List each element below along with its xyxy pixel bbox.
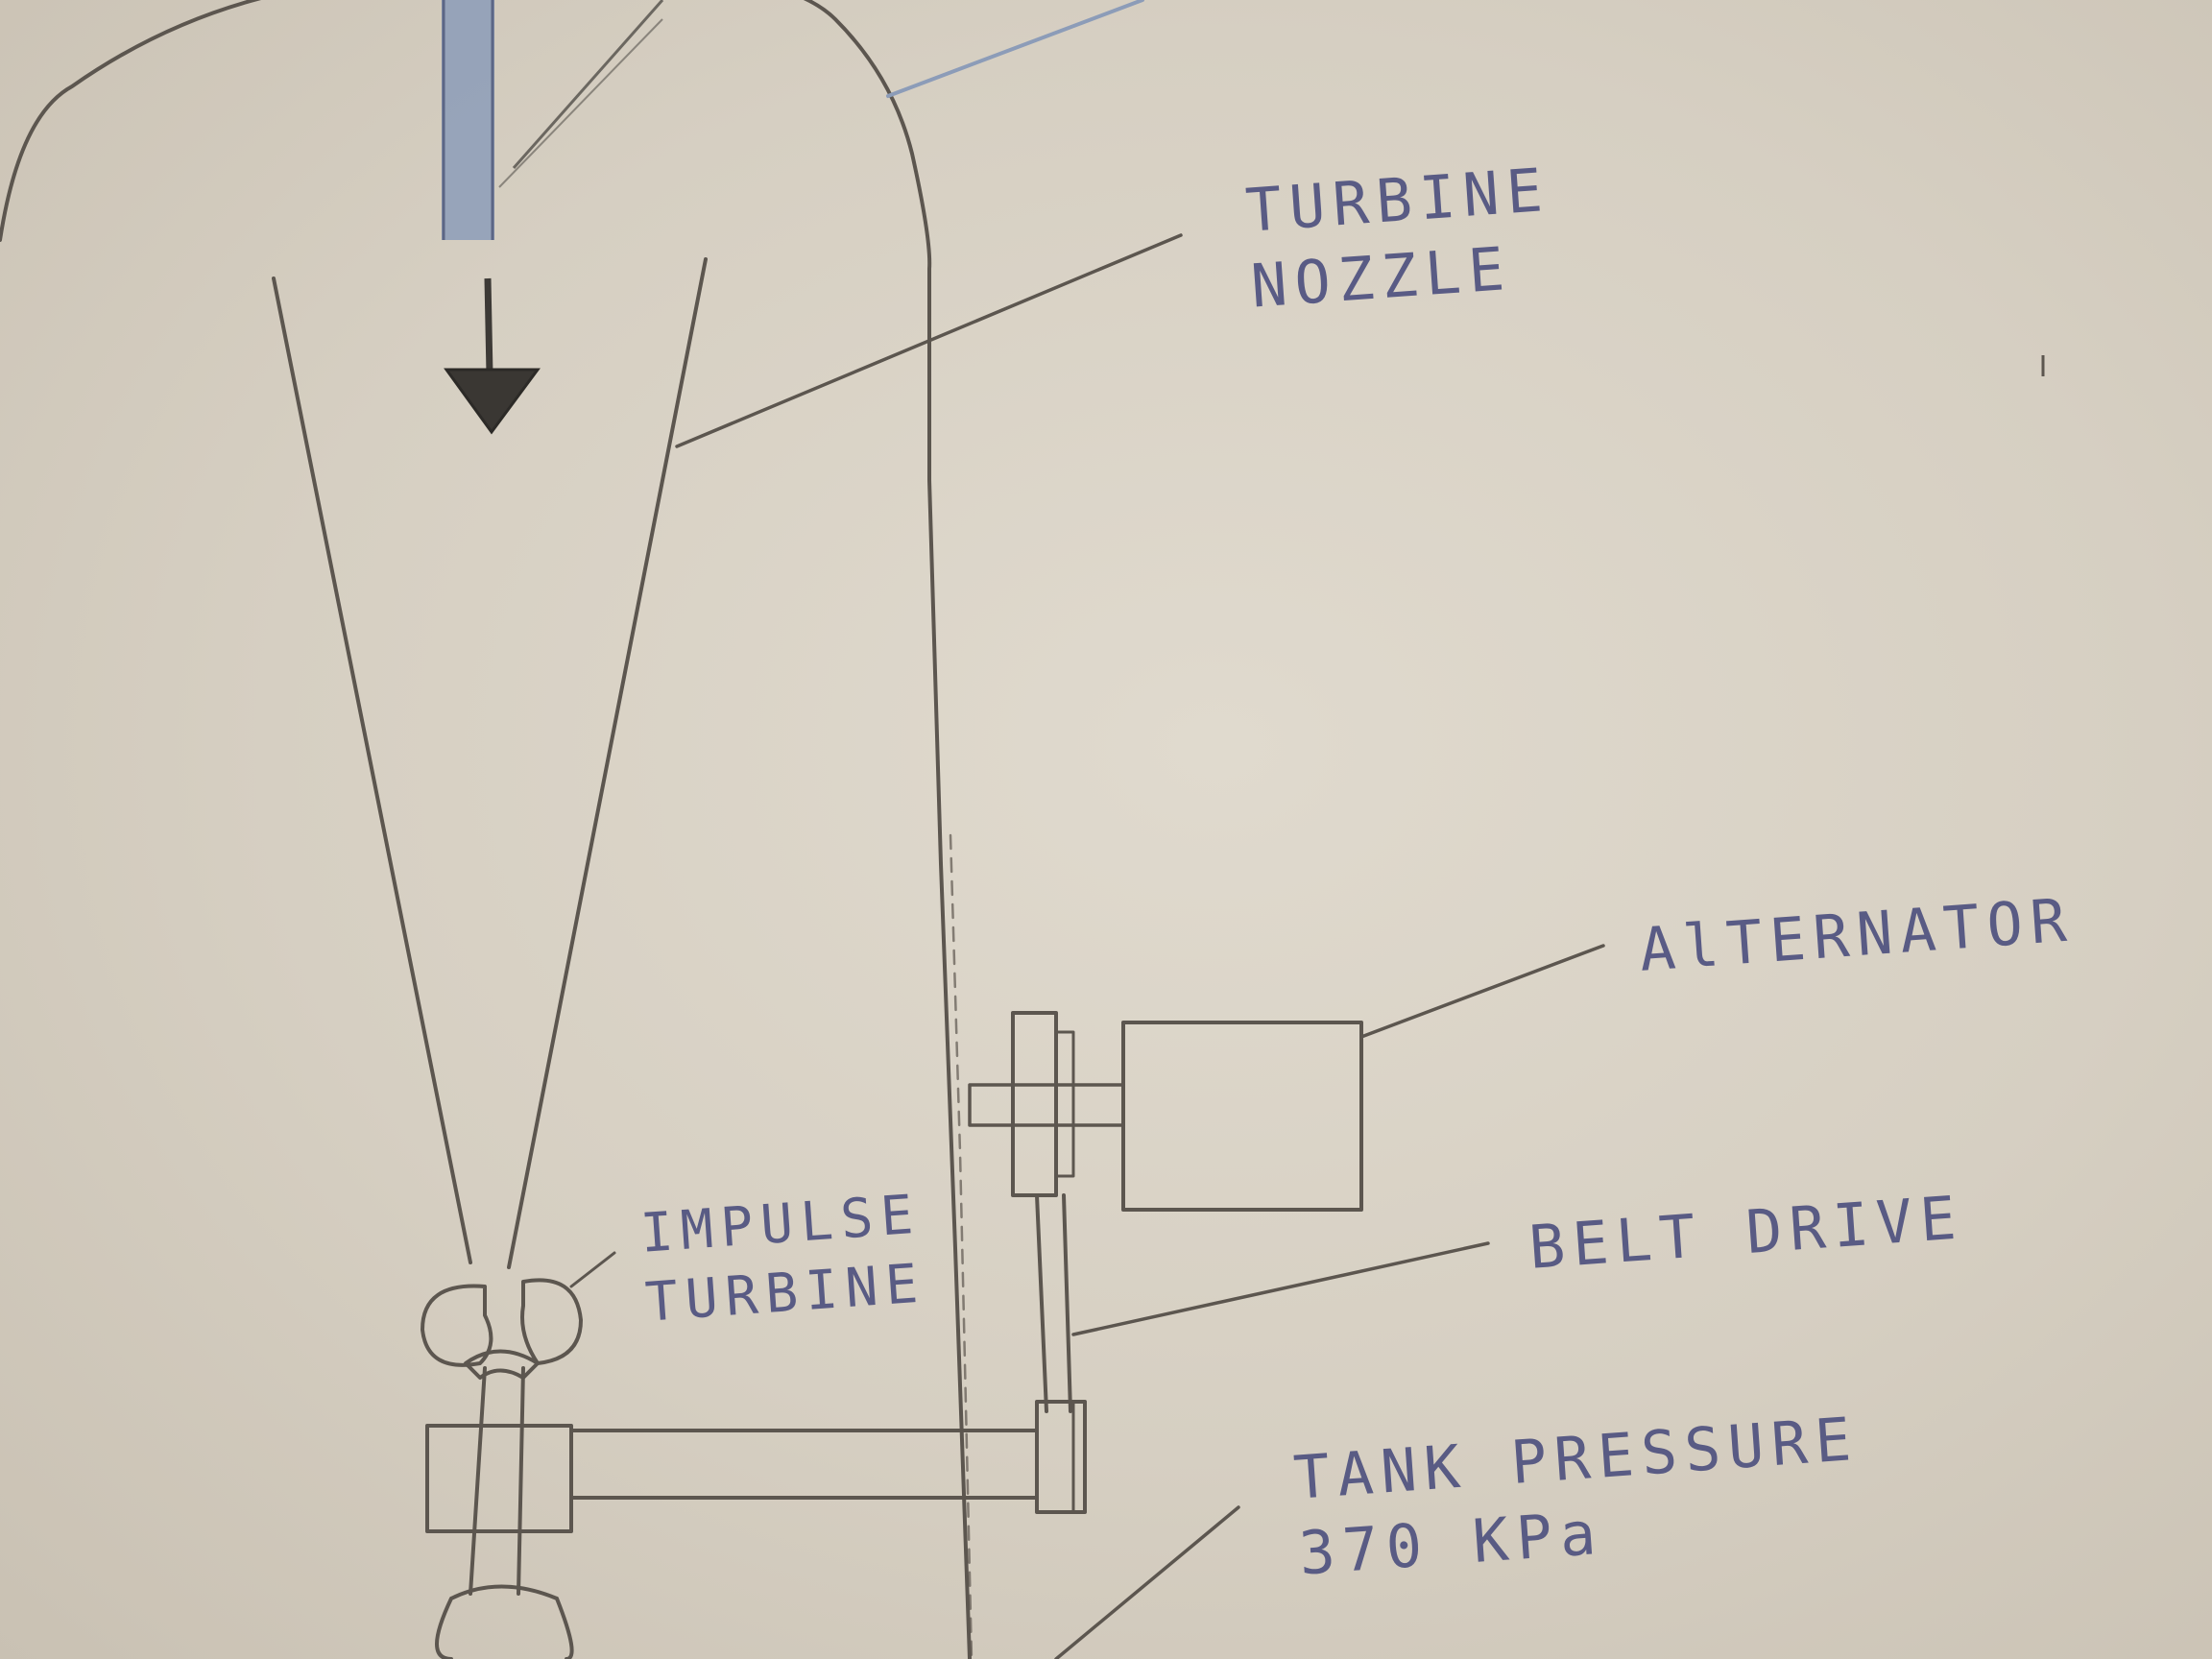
turbine-bearing [425, 1424, 573, 1533]
turbine-bucket-left [421, 1284, 493, 1367]
label-turbine-nozzle: TURBINE NOZZLE [1243, 152, 1558, 325]
alternator-shaft [968, 1083, 1125, 1127]
label-impulse-turbine: IMPULSE TURBINE [638, 1181, 927, 1337]
nozzle-pipe-rod [512, 0, 664, 169]
tank-outline [0, 0, 972, 1659]
belt-right [1062, 1193, 1072, 1413]
belt-left [1035, 1193, 1048, 1413]
leader-belt-drive [1071, 1241, 1490, 1336]
lower-pulley [1035, 1400, 1087, 1514]
tank-wall-inner [949, 833, 974, 1659]
leader-alternator [1359, 944, 1605, 1039]
turbine-hub [464, 1349, 540, 1380]
turbine-bucket-right [520, 1278, 583, 1365]
leader-top-right [886, 0, 1144, 98]
flow-arrow-icon [444, 277, 541, 435]
nozzle-cone-right [507, 257, 708, 1269]
leader-turbine-nozzle [675, 233, 1183, 448]
turbine-spindle [469, 1366, 525, 1596]
alternator-pulley [1011, 1011, 1058, 1197]
nozzle-pipe [442, 0, 664, 240]
alternator-body [1121, 1021, 1363, 1212]
turbine-bucket-bottom [435, 1584, 574, 1659]
alternator-pulley-hub [1054, 1030, 1075, 1178]
nozzle-cone-left [272, 276, 472, 1264]
leader-tank-pressure [1054, 1505, 1240, 1659]
nozzle-pipe-body [442, 0, 494, 240]
leader-impulse-turbine [569, 1251, 616, 1288]
